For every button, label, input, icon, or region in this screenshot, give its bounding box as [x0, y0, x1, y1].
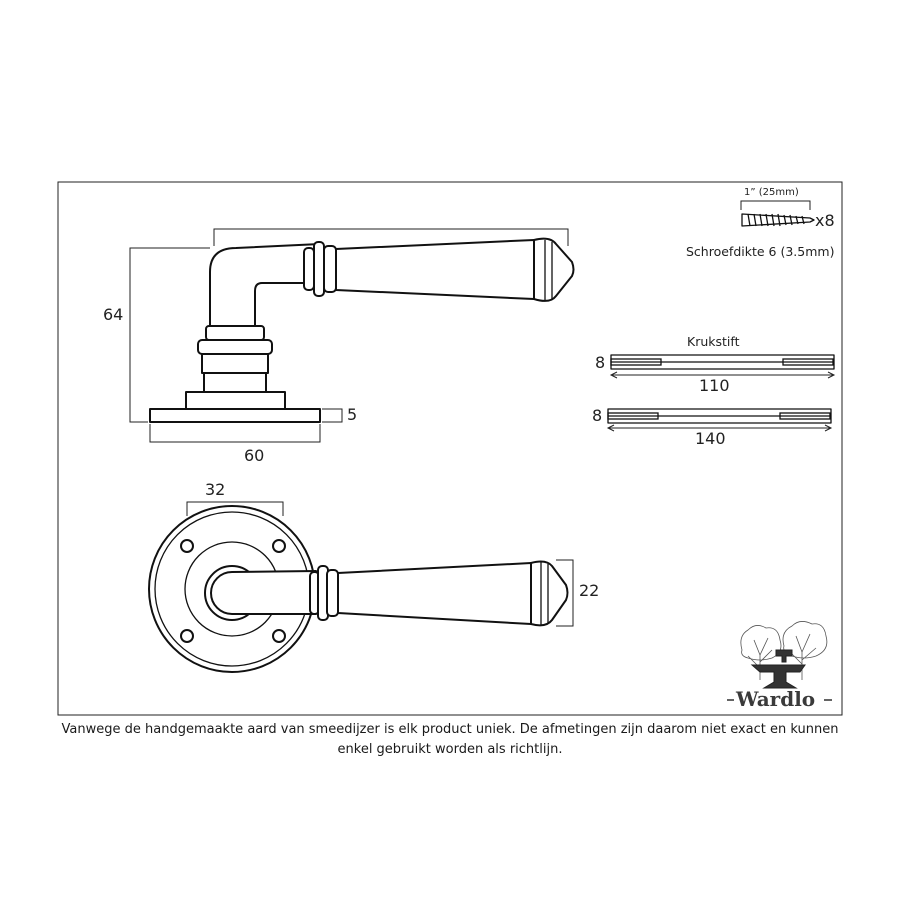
- screw-hole-top-right: [272, 539, 286, 553]
- spindle-140-arrow-left: [606, 424, 615, 432]
- rose-boss: [185, 391, 286, 410]
- screw-hole-top-left: [180, 539, 194, 553]
- spindle-110: 8 110: [595, 353, 836, 395]
- spindle-110-size-label: 8: [595, 353, 605, 372]
- width-label: 60: [244, 446, 264, 465]
- spindle-140-size-label: 8: [592, 406, 602, 425]
- disclaimer-text: Vanwege de handgemaakte aard van smeedij…: [61, 722, 839, 757]
- top-lever-body: [337, 562, 532, 625]
- spindle-140: 8 140: [592, 406, 833, 448]
- neck-top: [205, 325, 265, 341]
- spindle-140-arrow-right: [824, 424, 833, 432]
- logo-wordmark: Wardlo: [735, 687, 815, 711]
- screw-thread: [747, 213, 805, 227]
- wardlo-logo: Wardlo: [727, 621, 832, 711]
- lever-width-dimension-line: [556, 559, 574, 627]
- spindle-spec: Krukstift 8 110 8 140: [592, 334, 836, 448]
- neck-ring: [197, 339, 273, 355]
- spindle-140-length-label: 140: [695, 429, 726, 448]
- side-view: 64 5 60: [103, 228, 575, 465]
- neck-collar: [201, 353, 269, 374]
- anvil-icon: [750, 664, 806, 689]
- screw-length-bracket: [740, 200, 811, 210]
- spindle-title: Krukstift: [687, 334, 740, 349]
- screw-spec: 1” (25mm) x8 Schroefdikte 6 (3.5mm): [686, 187, 835, 259]
- screw-hole-bottom-right: [272, 629, 286, 643]
- top-collar-ring-3: [326, 569, 339, 617]
- screw-length-label: 1” (25mm): [744, 187, 799, 198]
- lever-length-bracket: [213, 228, 569, 246]
- rose-diameter-dimension-line: [186, 501, 284, 516]
- top-lever-end-cap: [530, 560, 569, 627]
- screw-gauge-label: Schroefdikte 6 (3.5mm): [686, 244, 834, 259]
- top-view: 32 22: [148, 480, 599, 673]
- drawing-frame: [57, 181, 843, 716]
- spindle-110-arrow-right: [827, 371, 836, 379]
- thickness-label: 5: [347, 405, 357, 424]
- height-label: 64: [103, 305, 123, 324]
- spindle-110-slot-right: [782, 358, 834, 366]
- screw-quantity-label: x8: [815, 211, 835, 230]
- height-dimension-line: [129, 247, 210, 423]
- lever-end-cap: [533, 237, 575, 302]
- thickness-dimension-line: [322, 408, 343, 423]
- lever-collar-ring-3: [323, 245, 337, 293]
- lever-width-label: 22: [579, 581, 599, 600]
- lever-collar-ring-1: [303, 247, 315, 291]
- spindle-110-arrow-left: [609, 371, 618, 379]
- lever-collar-ring-2: [313, 241, 325, 297]
- spindle-140-slot-right: [779, 412, 831, 420]
- spindle-110-slot-left: [610, 358, 662, 366]
- neck-lower: [203, 372, 267, 393]
- top-lever-shank: [210, 570, 317, 615]
- lever-body: [335, 239, 535, 300]
- spindle-110-length-label: 110: [699, 376, 730, 395]
- spindle-140-slot-left: [607, 412, 659, 420]
- width-dimension-line: [149, 424, 321, 443]
- rose-plate: [149, 408, 321, 423]
- rose-diameter-label: 32: [205, 480, 225, 499]
- hammer-icon: [775, 649, 793, 663]
- screw-hole-bottom-left: [180, 629, 194, 643]
